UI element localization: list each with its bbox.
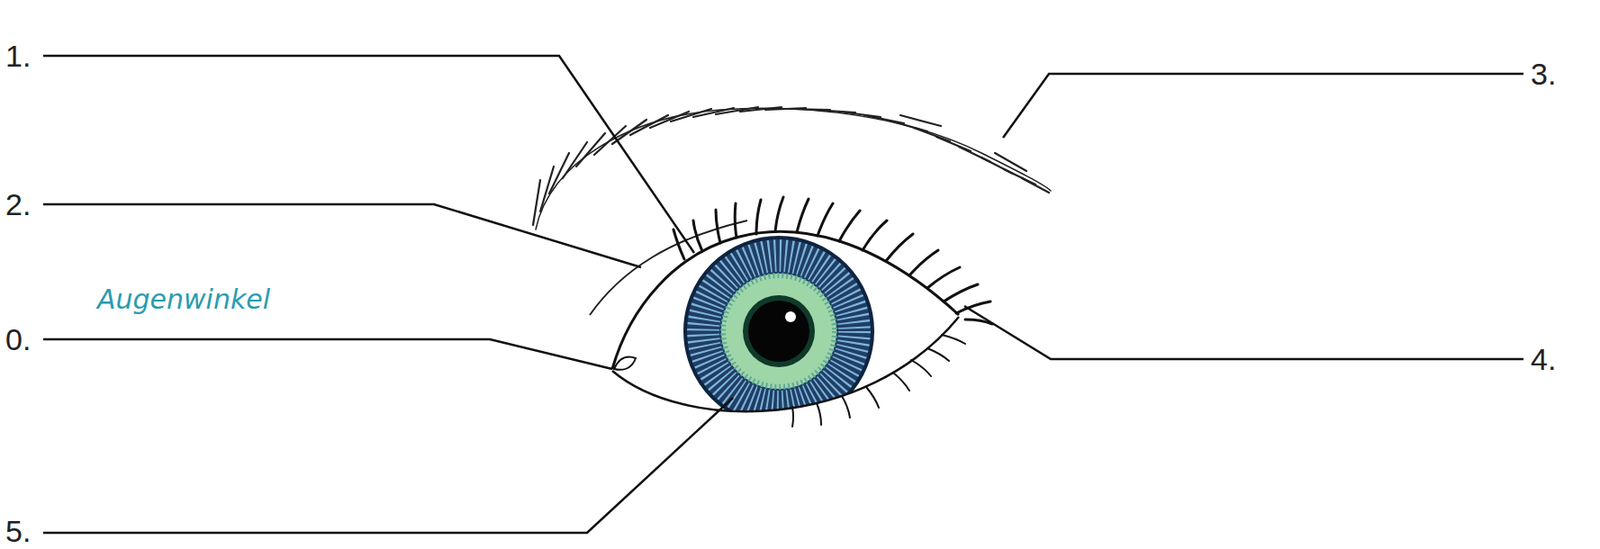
leader-line — [43, 339, 613, 370]
callout-number: 5. — [5, 517, 31, 545]
leader-line — [43, 397, 733, 534]
upper-eyelid — [612, 231, 959, 370]
leader-line — [1003, 73, 1524, 138]
eyeball — [612, 231, 959, 412]
lower-eyelid — [612, 316, 959, 412]
tear-caruncle — [614, 357, 636, 371]
eyebrow — [533, 107, 1051, 230]
answer-label: Augenwinkel — [97, 286, 271, 314]
leader-line — [43, 204, 642, 268]
eyelashes — [673, 197, 993, 427]
leader-line — [43, 55, 695, 254]
callout-number: 3. — [1530, 60, 1556, 88]
iris — [685, 237, 873, 425]
callout-number: 4. — [1530, 345, 1556, 373]
leader-lines — [43, 55, 1524, 534]
callout-number: 2. — [5, 190, 31, 218]
callout-number: 1. — [5, 42, 31, 70]
callout-number: 0. — [5, 325, 31, 353]
leader-line — [964, 306, 1524, 360]
